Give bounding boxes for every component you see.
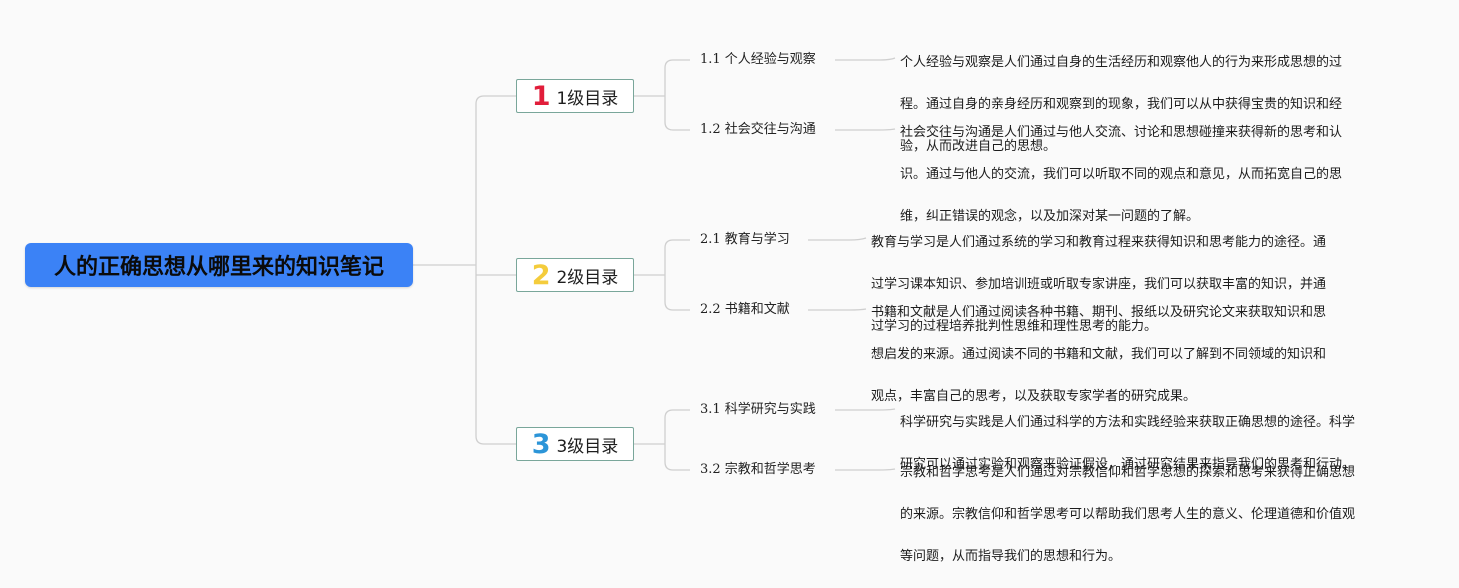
desc-line: 等问题，从而指导我们的思想和行为。 bbox=[900, 549, 1122, 564]
desc-line: 想启发的来源。通过阅读不同的书籍和文献，我们可以了解到不同领域的知识和 bbox=[871, 347, 1327, 362]
chapter-1-node[interactable]: 1 1级目录 bbox=[516, 79, 634, 113]
section-3-2-description[interactable]: 宗教和哲学思考是人们通过对宗教信仰和哲学思想的探索和思考来获得正确思想 的来源。… bbox=[900, 441, 1355, 588]
desc-line: 研究可以通过实验和观察来验证假设，通过研究结果来指导我们的思考和行动。 bbox=[900, 457, 1356, 472]
connector-ch3-2 bbox=[835, 468, 896, 471]
number-1-icon: 1 bbox=[531, 80, 551, 112]
section-3-1[interactable]: 3.1 科学研究与实践 bbox=[700, 402, 816, 417]
desc-line: 验，从而改进自己的思想。 bbox=[900, 139, 1057, 154]
desc-line: 宗教和哲学思考是人们通过对宗教信仰和哲学思想的探索和思考来获得正确思想 bbox=[900, 465, 1356, 480]
number-3-icon: 3 bbox=[531, 428, 551, 460]
connector-ch3-branch bbox=[664, 409, 690, 471]
desc-line: 识。通过与他人的交流，我们可以听取不同的观点和意见，从而拓宽自己的思 bbox=[900, 167, 1343, 182]
connector-ch1-branch bbox=[664, 59, 690, 131]
desc-line: 维，纠正错误的观念，以及加深对某一问题的了解。 bbox=[900, 209, 1200, 224]
desc-line: 个人经验与观察是人们通过自身的生活经历和观察他人的行为来形成思想的过 bbox=[900, 55, 1343, 70]
connector-ch3-1 bbox=[835, 408, 896, 411]
desc-line: 过学习课本知识、参加培训班或听取专家讲座，我们可以获取丰富的知识，并通 bbox=[871, 277, 1327, 292]
desc-line: 社会交往与沟通是人们通过与他人交流、讨论和思想碰撞来获得新的思考和认 bbox=[900, 125, 1343, 140]
section-2-2-description[interactable]: 书籍和文献是人们通过阅读各种书籍、期刊、报纸以及研究论文来获取知识和思 想启发的… bbox=[871, 281, 1326, 428]
section-2-1[interactable]: 2.1 教育与学习 bbox=[700, 232, 790, 247]
chapter-2-label: 2级目录 bbox=[556, 267, 619, 288]
chapter-3-label: 3级目录 bbox=[556, 436, 619, 457]
section-1-1-description[interactable]: 个人经验与观察是人们通过自身的生活经历和观察他人的行为来形成思想的过 程。通过自… bbox=[900, 31, 1342, 178]
chapter-3-node[interactable]: 3 3级目录 bbox=[516, 427, 634, 461]
section-3-1-description[interactable]: 科学研究与实践是人们通过科学的方法和实践经验来获取正确思想的途径。科学 研究可以… bbox=[900, 391, 1355, 496]
desc-line: 科学研究与实践是人们通过科学的方法和实践经验来获取正确思想的途径。科学 bbox=[900, 415, 1356, 430]
desc-line: 程。通过自身的亲身经历和观察到的现象，我们可以从中获得宝贵的知识和经 bbox=[900, 97, 1343, 112]
section-1-1[interactable]: 1.1 个人经验与观察 bbox=[700, 52, 816, 67]
section-1-2[interactable]: 1.2 社会交往与沟通 bbox=[700, 122, 816, 137]
desc-line: 的来源。宗教信仰和哲学思考可以帮助我们思考人生的意义、伦理道德和价值观 bbox=[900, 507, 1356, 522]
connector-ch1-1 bbox=[835, 57, 896, 61]
desc-line: 书籍和文献是人们通过阅读各种书籍、期刊、报纸以及研究论文来获取知识和思 bbox=[871, 305, 1327, 320]
number-2-icon: 2 bbox=[531, 259, 551, 291]
connector-root-branch bbox=[475, 95, 516, 445]
desc-line: 教育与学习是人们通过系统的学习和教育过程来获得知识和思考能力的途径。通 bbox=[871, 235, 1327, 250]
connector-ch2-1 bbox=[808, 237, 867, 241]
section-2-2[interactable]: 2.2 书籍和文献 bbox=[700, 302, 790, 317]
chapter-2-node[interactable]: 2 2级目录 bbox=[516, 258, 634, 292]
connector-lines bbox=[413, 57, 896, 471]
desc-line: 过学习的过程培养批判性思维和理性思考的能力。 bbox=[871, 319, 1158, 334]
root-topic[interactable]: 人的正确思想从哪里来的知识笔记 bbox=[25, 243, 413, 287]
connector-ch2-branch bbox=[664, 239, 690, 311]
section-3-2[interactable]: 3.2 宗教和哲学思考 bbox=[700, 462, 816, 477]
chapter-1-label: 1级目录 bbox=[556, 88, 619, 109]
desc-line: 观点，丰富自己的思考，以及获取专家学者的研究成果。 bbox=[871, 389, 1197, 404]
section-2-1-description[interactable]: 教育与学习是人们通过系统的学习和教育过程来获得知识和思考能力的途径。通 过学习课… bbox=[871, 211, 1326, 358]
root-title: 人的正确思想从哪里来的知识笔记 bbox=[53, 255, 384, 280]
section-1-2-description[interactable]: 社会交往与沟通是人们通过与他人交流、讨论和思想碰撞来获得新的思考和认 识。通过与… bbox=[900, 101, 1342, 248]
connector-ch1-2 bbox=[835, 128, 896, 131]
connector-ch2-2 bbox=[808, 308, 867, 311]
